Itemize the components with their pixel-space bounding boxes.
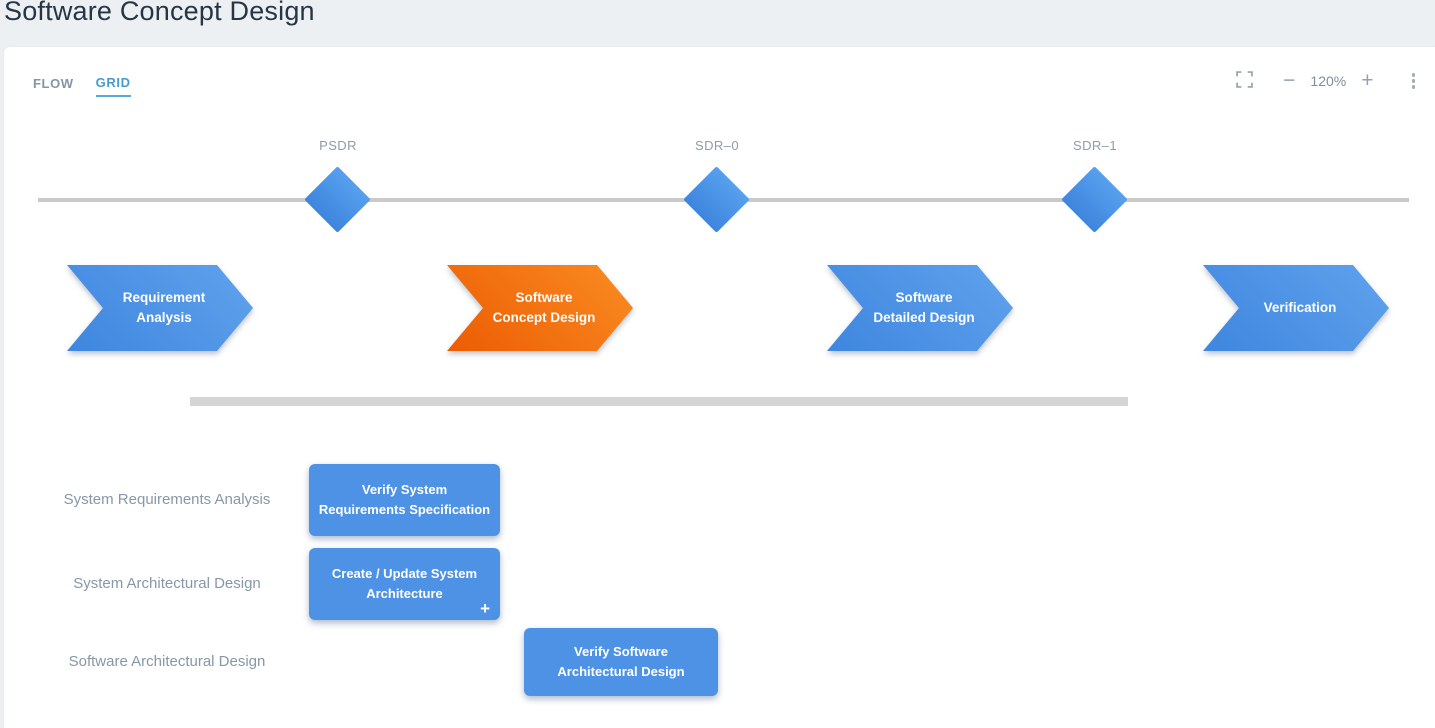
phase-verification[interactable]: Verification bbox=[1203, 265, 1389, 351]
row-label-system-requirements-analysis: System Requirements Analysis bbox=[63, 491, 271, 508]
milestone-diamond-sdr0[interactable] bbox=[683, 166, 750, 233]
milestone-diamond-sdr1[interactable] bbox=[1061, 166, 1128, 233]
add-icon[interactable]: + bbox=[480, 599, 490, 618]
zoom-out-button[interactable]: − bbox=[1283, 70, 1295, 91]
phase-label-line: Concept Design bbox=[492, 310, 596, 325]
zoom-level: 120% bbox=[1310, 72, 1347, 89]
diagram-panel: FLOW GRID − 120% + PSDR SDR–0 SDR–1 bbox=[4, 47, 1435, 728]
phase-requirement-analysis[interactable]: Requirement Analysis bbox=[67, 265, 253, 351]
more-menu-icon bbox=[1411, 73, 1415, 89]
task-card-line: Create / Update System bbox=[331, 566, 478, 581]
task-card-create-update-system-architecture[interactable]: Create / Update System Architecture + bbox=[309, 548, 500, 620]
task-card-line: Requirements Specification bbox=[318, 502, 491, 517]
tab-flow[interactable]: FLOW bbox=[33, 75, 74, 97]
task-card-verify-system-requirements[interactable]: Verify System Requirements Specification bbox=[309, 464, 500, 536]
timeline-scrollbar[interactable] bbox=[190, 397, 1128, 406]
milestone-label-sdr1: SDR–1 bbox=[1073, 138, 1117, 153]
zoom-in-icon: + bbox=[1361, 69, 1374, 93]
row-label-system-architectural-design: System Architectural Design bbox=[73, 575, 261, 592]
phase-label-line: Requirement bbox=[122, 290, 206, 305]
task-card-verify-software-architectural-design[interactable]: Verify Software Architectural Design bbox=[524, 628, 718, 696]
zoom-toolbar: − 120% + bbox=[1236, 69, 1419, 93]
milestone-label-psdr: PSDR bbox=[319, 138, 357, 153]
view-tabs: FLOW GRID bbox=[33, 75, 131, 97]
more-menu-button[interactable] bbox=[1408, 69, 1420, 93]
fullscreen-icon bbox=[1236, 70, 1253, 91]
tab-grid[interactable]: GRID bbox=[95, 75, 131, 97]
task-card-line: Verify Software bbox=[574, 644, 668, 659]
zoom-in-button[interactable]: + bbox=[1361, 70, 1373, 91]
phase-software-concept-design[interactable]: Software Concept Design bbox=[447, 265, 633, 351]
phase-label-line: Detailed Design bbox=[873, 310, 975, 325]
task-card-line: Architecture bbox=[366, 586, 443, 601]
milestone-diamond-psdr[interactable] bbox=[304, 166, 371, 233]
row-label-software-architectural-design: Software Architectural Design bbox=[68, 653, 266, 670]
page-title: Software Concept Design bbox=[4, 0, 315, 26]
milestone-label-sdr0: SDR–0 bbox=[695, 138, 739, 153]
phase-label-line: Software bbox=[895, 290, 953, 305]
phase-label-line: Analysis bbox=[136, 310, 192, 325]
phase-software-detailed-design[interactable]: Software Detailed Design bbox=[827, 265, 1013, 351]
zoom-out-icon: − bbox=[1283, 69, 1296, 93]
phase-label-line: Verification bbox=[1263, 300, 1337, 315]
phase-label-line: Software bbox=[515, 290, 573, 305]
fullscreen-button[interactable] bbox=[1236, 70, 1253, 91]
task-card-line: Verify System bbox=[361, 482, 448, 497]
task-card-line: Architectural Design bbox=[557, 664, 685, 679]
